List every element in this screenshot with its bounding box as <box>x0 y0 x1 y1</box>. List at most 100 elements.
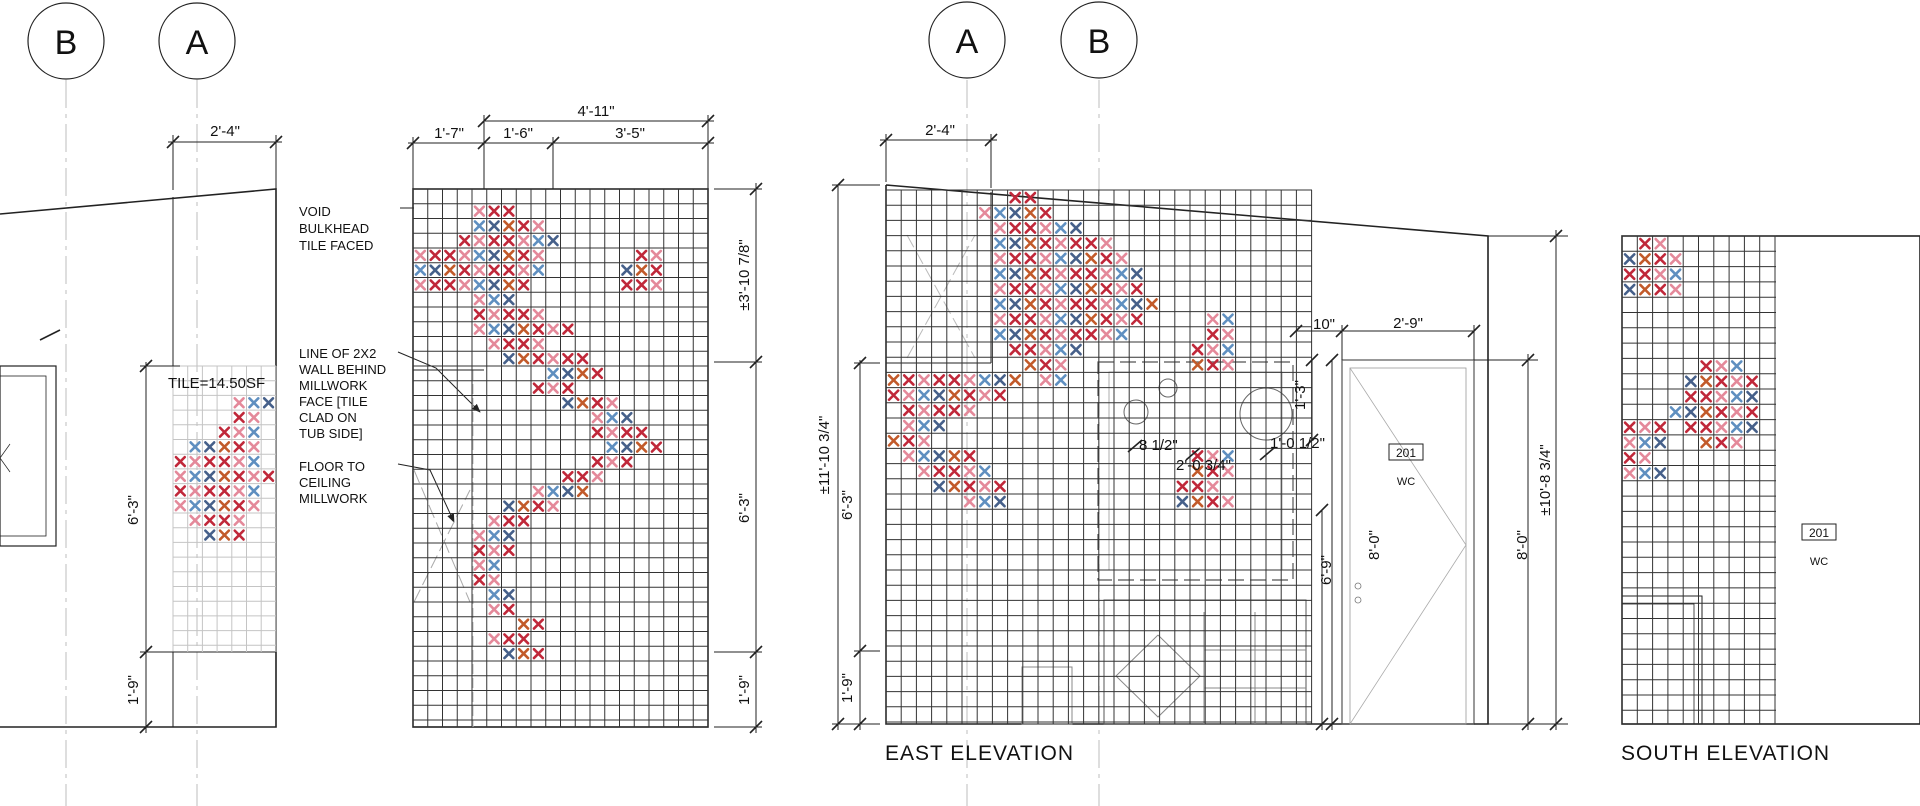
tile-cross-mark <box>994 374 1006 386</box>
tile-cross-mark <box>503 323 515 335</box>
tile-cross-mark <box>1700 390 1713 403</box>
tile-cross-mark <box>1146 298 1158 310</box>
tile-cross-mark <box>1746 375 1758 388</box>
tile-cross-mark <box>978 465 991 478</box>
tile-cross-mark <box>1176 495 1189 508</box>
svg-text:FACE [TILE: FACE [TILE <box>299 394 368 409</box>
tile-cross-mark <box>1115 313 1128 326</box>
tile-cross-mark <box>1100 298 1113 310</box>
tile-cross-mark <box>503 352 515 365</box>
tile-cross-mark <box>1115 267 1128 280</box>
tile-cross-mark <box>248 499 260 512</box>
tile-cross-mark <box>1024 191 1037 204</box>
tile-cross-mark <box>488 205 500 217</box>
annotation-floor-to-ceiling: FLOOR TO CEILING MILLWORK <box>299 459 368 506</box>
tile-cross-mark <box>189 514 201 527</box>
tile-cross-mark <box>1176 480 1189 493</box>
tile-cross-mark <box>1654 421 1667 434</box>
tile-cross-mark <box>1206 328 1219 341</box>
tile-cross-mark <box>532 308 545 321</box>
tile-cross-mark <box>488 234 500 247</box>
tile-cross-mark <box>562 323 574 335</box>
tile-cross-mark <box>248 411 260 424</box>
grid-bubble-b-left: B <box>27 2 105 80</box>
tile-cross-mark <box>473 559 486 571</box>
tile-cross-mark <box>994 206 1006 219</box>
tile-cross-mark <box>933 374 946 386</box>
tile-cross-mark <box>503 308 515 321</box>
svg-text:CEILING: CEILING <box>299 475 351 490</box>
room-number-south: 201 <box>1809 526 1829 540</box>
tile-cross-mark <box>1206 465 1219 478</box>
tile-cross-mark <box>1130 282 1143 295</box>
dim-panel1-height: 6'-3" <box>125 495 142 525</box>
tile-cross-mark <box>532 352 545 365</box>
tile-cross-mark <box>517 618 530 630</box>
tile-cross-mark <box>1024 206 1037 219</box>
tile-cross-mark <box>218 514 231 527</box>
tile-cross-mark <box>963 374 976 386</box>
tile-cross-mark <box>1130 313 1143 326</box>
tile-cross-mark <box>635 279 648 291</box>
tile-cross-mark <box>473 205 486 217</box>
tile-cross-mark <box>458 249 471 262</box>
tile-cross-mark <box>218 470 231 482</box>
tile-cross-mark <box>503 603 515 616</box>
dim-east-mirror-center: 2'-0 3/4" <box>1176 457 1231 474</box>
tile-cross-mark <box>189 485 201 497</box>
tile-cross-mark <box>473 234 486 247</box>
tile-cross-mark <box>532 264 545 276</box>
tile-cross-mark <box>532 382 545 394</box>
east-elevation-title: EAST ELEVATION <box>885 742 1074 765</box>
tile-cross-mark <box>1100 252 1113 265</box>
south-elevation-outline <box>1621 235 1920 725</box>
tile-cross-mark <box>1669 253 1682 265</box>
dimension-lines-panel-1 <box>39 135 283 734</box>
tile-cross-mark <box>1009 313 1022 326</box>
tile-cross-mark <box>503 647 515 660</box>
tile-cross-mark <box>233 485 245 497</box>
tile-cross-mark <box>532 338 545 350</box>
tile-cross-mark <box>918 419 930 432</box>
tile-cross-mark <box>1009 222 1022 234</box>
tile-cross-mark <box>1669 283 1682 296</box>
tile-cross-mark <box>1115 298 1128 310</box>
tile-grid-east <box>885 189 1313 724</box>
tile-cross-mark <box>933 465 946 478</box>
tile-cross-mark <box>488 264 500 276</box>
tile-cross-mark <box>963 495 976 508</box>
tile-cross-mark <box>1009 282 1022 295</box>
tile-cross-mark <box>1054 222 1067 234</box>
tile-cross-mark <box>1024 343 1037 356</box>
tile-cross-mark <box>963 480 976 493</box>
tile-cross-mark <box>517 308 530 321</box>
tile-cross-mark <box>1639 467 1651 480</box>
tile-cross-mark <box>174 499 187 512</box>
tile-cross-mark <box>1085 328 1098 341</box>
tile-cross-mark <box>1070 237 1082 250</box>
dim-panel2-height: 6'-3" <box>736 493 753 523</box>
tile-cross-mark <box>248 441 260 453</box>
svg-text:MILLWORK: MILLWORK <box>299 378 368 393</box>
tile-cross-mark <box>1730 421 1743 434</box>
tile-cross-mark <box>1206 313 1219 326</box>
tile-cross-mark <box>1070 313 1082 326</box>
tile-cross-mark <box>1684 375 1697 388</box>
tile-cross-mark <box>1054 374 1067 386</box>
tile-cross-mark <box>1222 450 1234 462</box>
tile-cross-mark <box>562 352 574 365</box>
tile-cross-mark <box>635 441 648 453</box>
tile-cross-mark <box>948 465 961 478</box>
tile-cross-mark <box>517 234 530 247</box>
tile-cross-mark <box>503 500 515 512</box>
tile-cross-mark <box>1623 268 1636 281</box>
room-tag-east: 201 WC <box>1388 443 1424 488</box>
tile-cross-mark <box>650 441 663 453</box>
tile-pattern-panel-1 <box>174 397 275 541</box>
tile-cross-mark <box>503 249 515 262</box>
tile-cross-mark <box>1206 358 1219 371</box>
tile-cross-mark <box>532 220 545 232</box>
dim-east-mirror-height: 6'-9" <box>1318 555 1335 585</box>
tile-cross-mark <box>1222 313 1234 326</box>
tile-cross-mark <box>1024 358 1037 371</box>
